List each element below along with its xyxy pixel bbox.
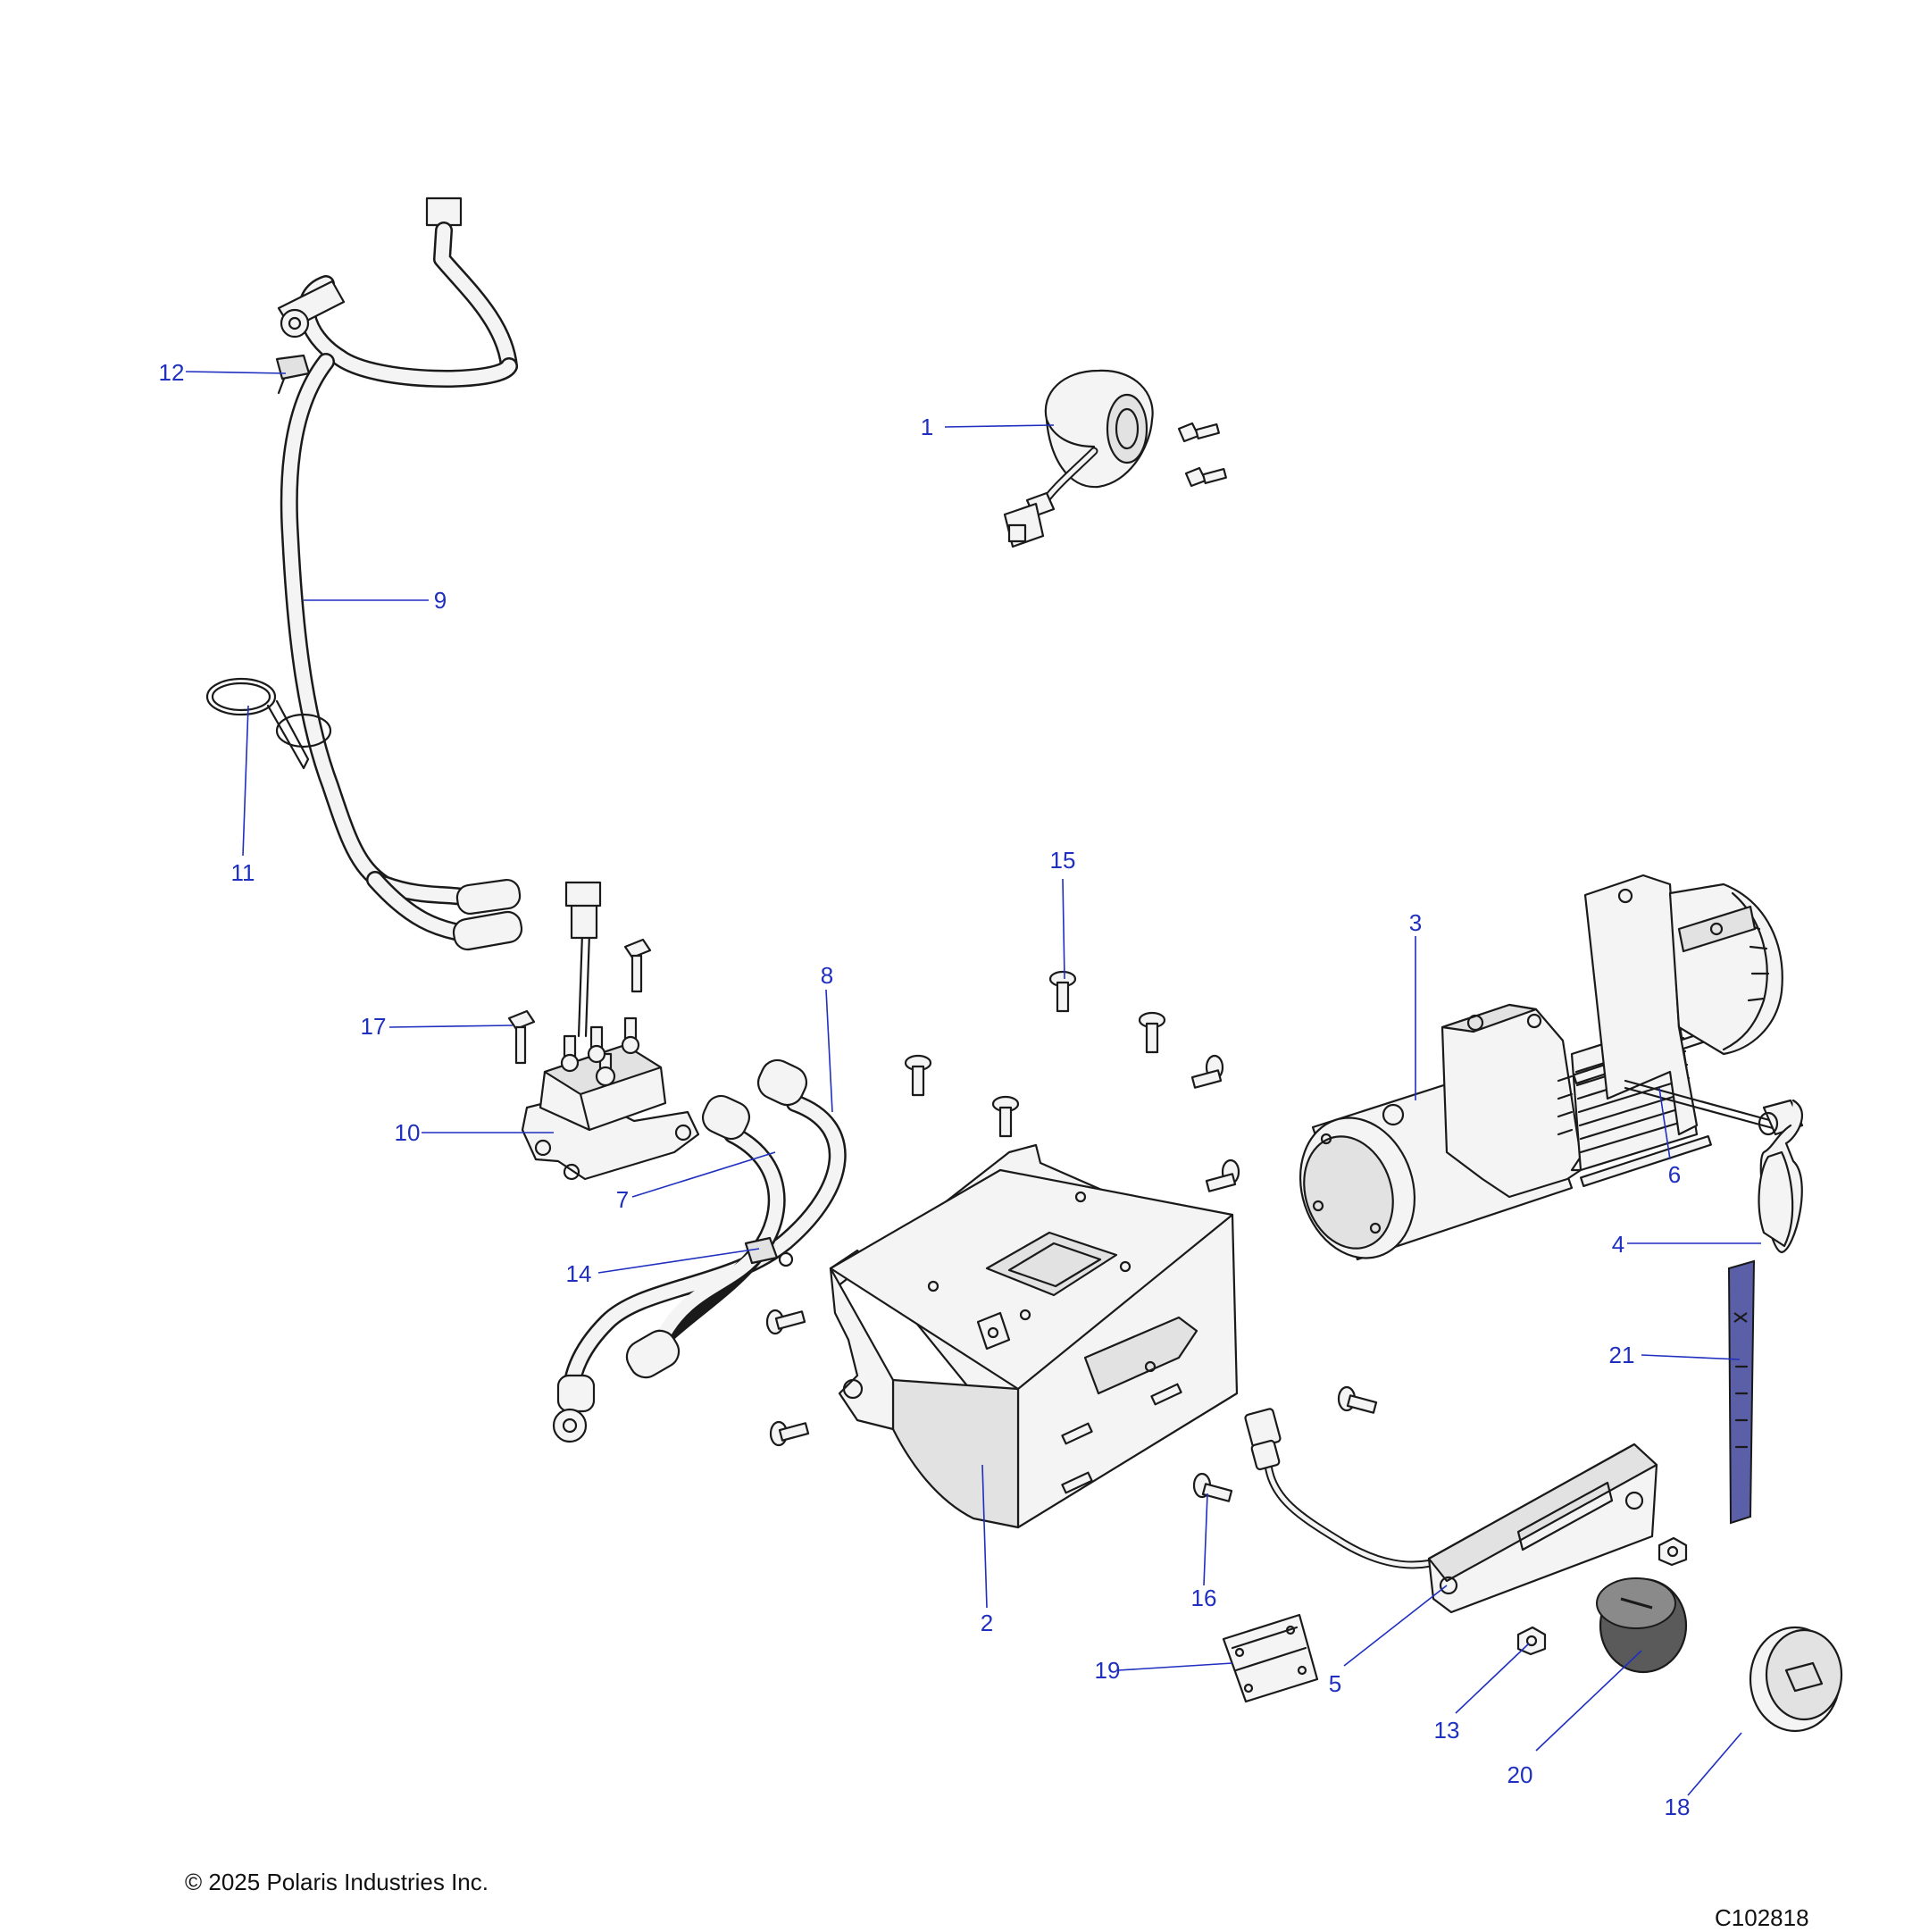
callout-labels: 1 2 3 4 5 6 7 8 9 10 11 12 13 14 15 16 1… — [159, 359, 1691, 1820]
leader-lines — [185, 371, 1761, 1796]
fairlead-assembly — [1244, 1408, 1658, 1614]
mounting-bolts — [765, 970, 1378, 1502]
battery-cable-assembly — [277, 197, 523, 951]
callout-12: 12 — [159, 359, 185, 386]
callout-13: 13 — [1434, 1717, 1460, 1744]
callout-5: 5 — [1329, 1670, 1341, 1697]
cap — [1749, 1626, 1843, 1733]
callout-16: 16 — [1191, 1585, 1217, 1611]
callout-14: 14 — [566, 1260, 592, 1287]
contactor-bolts — [507, 938, 652, 1065]
mount-plate — [1222, 1613, 1319, 1703]
callout-2: 2 — [981, 1610, 993, 1636]
winch-rope-hook — [1758, 1099, 1804, 1254]
winch-power-cables — [552, 1058, 847, 1443]
callout-17: 17 — [361, 1013, 387, 1040]
callout-10: 10 — [395, 1119, 421, 1146]
callout-18: 18 — [1665, 1794, 1691, 1820]
winch-switch — [1003, 369, 1154, 548]
callout-4: 4 — [1612, 1231, 1624, 1258]
strap-label — [1727, 1259, 1756, 1525]
callout-1: 1 — [921, 414, 933, 440]
callout-7: 7 — [616, 1186, 629, 1213]
winch-assembly — [1299, 874, 1783, 1261]
callout-15: 15 — [1050, 847, 1076, 874]
winch-contactor — [521, 881, 700, 1181]
copyright-notice: © 2025 Polaris Industries Inc. — [185, 1869, 489, 1895]
callout-8: 8 — [821, 962, 833, 989]
drawing-number: C102818 — [1715, 1904, 1809, 1931]
callout-21: 21 — [1609, 1342, 1635, 1368]
callout-20: 20 — [1507, 1761, 1533, 1788]
hook-stopper — [1596, 1577, 1688, 1674]
winch-cable-tie — [744, 1236, 794, 1267]
callout-19: 19 — [1095, 1657, 1121, 1684]
callout-9: 9 — [434, 587, 447, 614]
callout-3: 3 — [1409, 909, 1422, 936]
winch-mount-bracket — [829, 1143, 1239, 1529]
switch-screws — [1177, 422, 1227, 488]
callout-6: 6 — [1668, 1161, 1681, 1188]
cable-tie — [205, 677, 332, 770]
callout-11: 11 — [231, 859, 255, 886]
